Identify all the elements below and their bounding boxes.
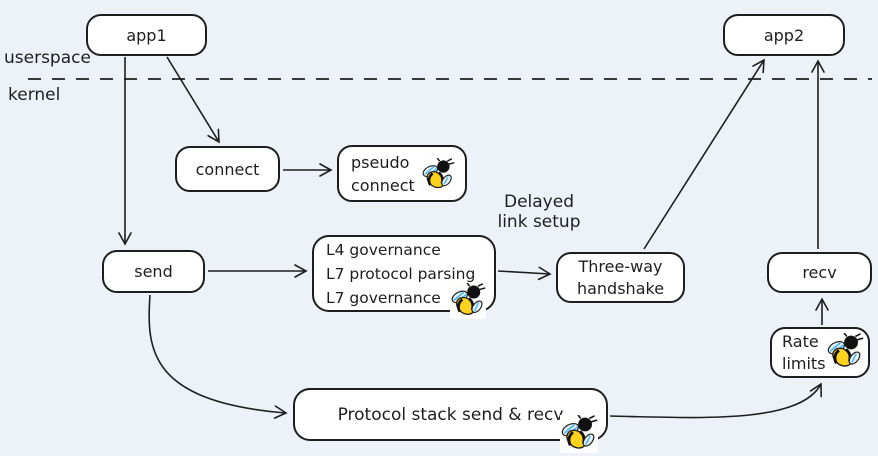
delayed-line2: link setup — [497, 212, 581, 232]
ebpf-bee-icon — [826, 333, 864, 371]
node-rate-limits[interactable]: Rate limits — [770, 327, 870, 378]
rate-limits-line1: Rate — [782, 331, 819, 351]
node-send-label: send — [134, 262, 173, 281]
node-recv[interactable]: recv — [767, 252, 872, 293]
rate-limits-line2: limits — [782, 353, 826, 373]
node-connect-label: connect — [195, 159, 260, 179]
node-pseudo-connect[interactable]: pseudo connect — [337, 145, 467, 202]
userspace-label[interactable]: userspace — [4, 48, 91, 68]
node-three-way-handshake[interactable]: Three-way handshake — [556, 252, 685, 303]
ebpf-bee-icon — [560, 415, 598, 453]
three-way-line1: Three-way — [578, 256, 663, 276]
node-governance[interactable]: L4 governance L7 protocol parsing L7 gov… — [312, 235, 496, 319]
governance-line3: L7 governance — [326, 288, 441, 307]
kernel-label[interactable]: kernel — [8, 85, 61, 105]
node-protocol-stack-label: Protocol stack send & recv — [337, 404, 564, 425]
node-app1[interactable]: app1 — [86, 14, 207, 56]
pseudo-connect-line2: connect — [351, 175, 415, 195]
arrow-three-way-handshake-to-app2[interactable] — [643, 58, 765, 250]
arrow-protocol-stack-to-rate-limits[interactable] — [609, 382, 822, 419]
node-protocol-stack[interactable]: Protocol stack send & recv — [293, 388, 608, 453]
ebpf-bee-icon — [421, 158, 455, 192]
node-recv-label: recv — [802, 263, 837, 282]
node-app1-label: app1 — [126, 25, 167, 45]
governance-line2: L7 protocol parsing — [326, 264, 476, 283]
node-app2-label: app2 — [763, 25, 805, 45]
node-connect[interactable]: connect — [175, 146, 280, 192]
node-send[interactable]: send — [102, 250, 205, 293]
delayed-link-setup-annotation[interactable]: Delayed link setup — [484, 192, 594, 232]
ebpf-bee-icon — [450, 283, 486, 319]
three-way-line2: handshake — [576, 278, 665, 298]
governance-line1: L4 governance — [326, 240, 441, 259]
node-app2[interactable]: app2 — [723, 14, 845, 56]
pseudo-connect-line1: pseudo — [351, 152, 410, 172]
arrow-governance-to-three-way-handshake[interactable] — [497, 266, 552, 281]
arrow-app1-to-connect[interactable] — [166, 56, 220, 144]
arrow-send-to-protocol-stack[interactable] — [148, 294, 288, 419]
delayed-line1: Delayed — [503, 192, 574, 212]
